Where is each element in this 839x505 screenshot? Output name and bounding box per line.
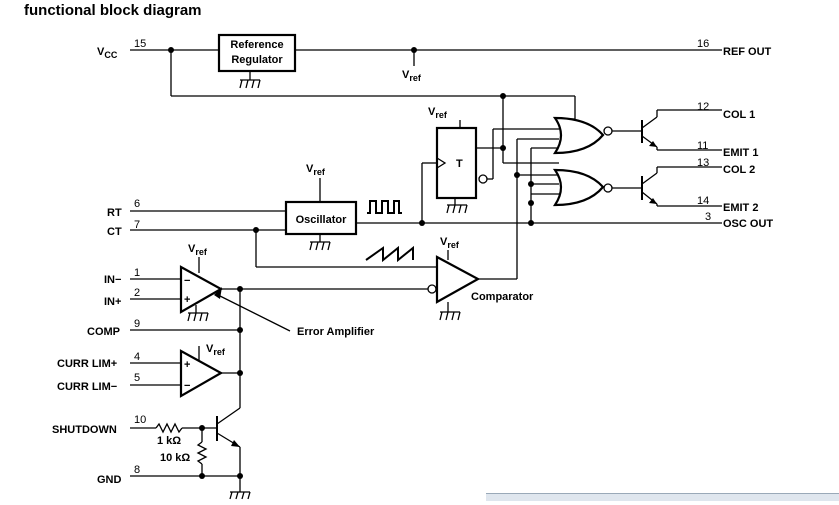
comparator-label: Comparator (471, 291, 534, 303)
vref-label: Vref (440, 236, 460, 250)
minus-sign: − (184, 380, 190, 392)
ct-label: CT (107, 226, 122, 238)
t-flipflop-block (435, 126, 478, 200)
pin-7-number: 7 (134, 219, 140, 231)
diagram-title: functional block diagram (24, 2, 202, 19)
clock-input-triangle (436, 157, 447, 169)
inverting-bubble (478, 174, 488, 184)
reference-regulator-block (217, 33, 297, 73)
osc-out-label: OSC OUT (723, 218, 773, 230)
inverting-bubble (603, 126, 613, 136)
emit1-label: EMIT 1 (723, 147, 758, 159)
comparator-triangle (435, 255, 481, 304)
shutdown-label: SHUTDOWN (52, 424, 117, 436)
reference-regulator-label-1: Reference (230, 39, 283, 51)
pin-16-number: 16 (697, 38, 709, 50)
output-transistor-2 (641, 166, 722, 207)
pin-12-number: 12 (697, 101, 709, 113)
plus-sign: + (184, 359, 190, 371)
vref-label: Vref (188, 243, 208, 257)
curr-lim-plus-label: CURR LIM+ (57, 358, 117, 370)
resistor-1k (155, 422, 183, 434)
pin-3-number: 3 (705, 211, 711, 223)
nor-gate-2 (552, 168, 605, 207)
pin-4-number: 4 (134, 351, 140, 363)
pin-11-number: 11 (697, 140, 708, 152)
vref-label: Vref (428, 106, 448, 120)
error-amplifier-label: Error Amplifier (297, 326, 375, 338)
resistor-1k-label: 1 kΩ (157, 435, 181, 447)
inverting-bubble (603, 183, 613, 193)
minus-sign: − (184, 275, 190, 287)
error-amplifier-triangle (179, 265, 224, 314)
resistor-10k (196, 441, 208, 465)
nor-gate-1 (552, 116, 605, 155)
reference-regulator-label-2: Regulator (231, 54, 283, 66)
junction (237, 327, 243, 333)
vref-label: Vref (402, 69, 422, 83)
current-limit-amplifier-triangle (179, 349, 224, 398)
junction (237, 370, 243, 376)
ground-icon (446, 204, 468, 214)
rt-label: RT (107, 207, 122, 219)
pin-13-number: 13 (697, 157, 709, 169)
vcc-label: VCC (97, 46, 118, 60)
col1-label: COL 1 (723, 109, 755, 121)
pin-2-number: 2 (134, 287, 140, 299)
pin-5-number: 5 (134, 372, 140, 384)
ground-icon (439, 311, 461, 321)
pin-6-number: 6 (134, 198, 140, 210)
pin-10-number: 10 (134, 414, 146, 426)
output-transistor-1 (641, 109, 722, 151)
ground-icon (239, 79, 261, 89)
in-minus-label: IN− (104, 274, 121, 286)
gnd-label: GND (97, 474, 122, 486)
flipflop-label: T (456, 158, 463, 170)
plus-sign: + (184, 294, 190, 306)
col2-label: COL 2 (723, 164, 755, 176)
ref-out-label: REF OUT (723, 46, 772, 58)
pin-8-number: 8 (134, 464, 140, 476)
ground-icon (187, 312, 209, 322)
pin-1-number: 1 (134, 267, 140, 279)
resistor-10k-label: 10 kΩ (160, 452, 190, 464)
vref-label: Vref (306, 163, 326, 177)
square-wave-icon (367, 200, 402, 214)
pin-15-number: 15 (134, 38, 146, 50)
partial-window-edge (486, 493, 839, 501)
sawtooth-wave-icon (365, 245, 414, 263)
junction (199, 473, 205, 479)
oscillator-label: Oscillator (296, 214, 347, 226)
oscillator-block (284, 200, 358, 236)
ground-icon (229, 491, 251, 500)
vref-label: Vref (206, 343, 226, 357)
curr-lim-minus-label: CURR LIM− (57, 381, 117, 393)
ground-icon (309, 241, 331, 251)
shutdown-transistor (216, 405, 241, 476)
comp-label: COMP (87, 326, 120, 338)
in-plus-label: IN+ (104, 296, 121, 308)
pin-9-number: 9 (134, 318, 140, 330)
junction (528, 200, 534, 206)
junction (528, 181, 534, 187)
pin-14-number: 14 (697, 195, 709, 207)
inverting-bubble (427, 284, 437, 294)
emit2-label: EMIT 2 (723, 202, 758, 214)
